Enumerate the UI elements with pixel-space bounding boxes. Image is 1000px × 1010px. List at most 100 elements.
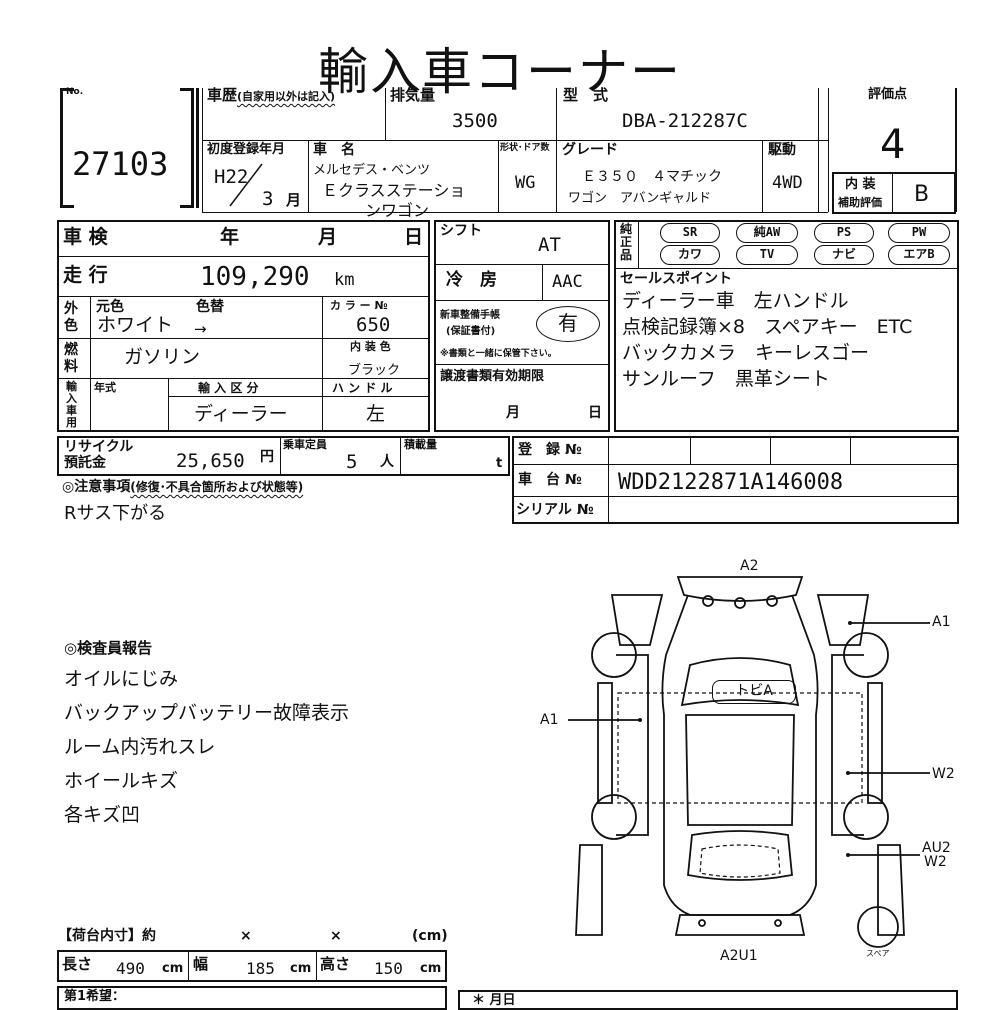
cargo-unit: (cm)	[412, 928, 448, 944]
inspector-line: オイルにじみ	[64, 668, 179, 690]
capacity-value: 5	[346, 451, 358, 473]
load-label: 積載量	[404, 438, 437, 451]
cargo-table	[57, 950, 447, 982]
cargo-height: 150	[374, 959, 403, 978]
grade-line1: Ｅ３５０ ４マチック	[582, 169, 722, 185]
model-code-label: 型 式	[563, 86, 609, 104]
chassis-label: 車 台 №	[518, 472, 582, 488]
inspector-line: ルーム内汚れスレ	[64, 736, 216, 758]
inspection-day: 日	[404, 226, 424, 248]
recycle-row	[57, 436, 510, 476]
car-name-label: 車 名	[313, 142, 355, 158]
registration-table	[512, 436, 959, 524]
mileage-value: 109,290	[200, 262, 310, 292]
lot-label: No.	[66, 87, 84, 97]
grade-line2: ワゴン アバンギャルド	[568, 191, 712, 206]
shift-table	[434, 220, 610, 432]
score-value: 4	[880, 122, 906, 168]
inspection-year: 年	[220, 226, 240, 248]
cargo-x2: ×	[330, 928, 342, 944]
manual-note: ※書類と一緒に保管下さい。	[440, 349, 557, 359]
color-code: 650	[356, 314, 391, 336]
interior-label: 内 装	[845, 177, 876, 192]
recycle-value: 25,650	[176, 450, 245, 472]
hope-label: 第1希望：	[64, 989, 126, 1004]
color-change-label: 色替	[196, 299, 224, 315]
inspector-line: 各キズ凹	[64, 804, 141, 826]
transfer-month: 月	[506, 405, 520, 421]
capacity-unit: 人	[380, 454, 394, 470]
equip-tv: TV	[736, 245, 798, 265]
equip-pw: PW	[888, 223, 950, 243]
color-value: ホワイト	[97, 314, 174, 336]
cargo-width-label: 幅	[193, 955, 209, 973]
interior-sub-label: 補助評価	[838, 196, 882, 209]
history-label: 車歴(自家用以外は記入)	[207, 86, 336, 104]
interior-score-value: B	[914, 182, 930, 207]
cargo-length-label: 長さ	[62, 955, 93, 973]
body-type-value: WG	[515, 173, 536, 193]
cargo-height-label: 高さ	[320, 955, 351, 973]
recycle-label1: リサイクル	[64, 439, 134, 455]
fuel-value: ガソリン	[124, 346, 201, 368]
first-reg-year: H22	[214, 166, 249, 188]
recycle-unit: 円	[260, 449, 274, 465]
aircon-label: 冷 房	[446, 270, 497, 290]
transfer-day: 日	[588, 405, 602, 421]
cargo-width: 185	[246, 959, 275, 978]
drive-label: 駆動	[768, 142, 796, 158]
sales-point-line: バックカメラ キーレスゴー	[622, 342, 870, 364]
sales-table	[614, 220, 959, 432]
mileage-label: 走 行	[63, 264, 108, 286]
damage-label-right-mid: W2	[932, 766, 955, 782]
page-title: 輸入車コーナー	[318, 43, 682, 101]
inspector-line: バックアップバッテリー故障表示	[64, 702, 350, 724]
manual-label1: 新車整備手帳	[440, 310, 500, 321]
equip-sr: SR	[660, 223, 720, 243]
drive-value: 4WD	[772, 173, 803, 193]
import-side-label: 輸入車用	[66, 380, 77, 429]
cargo-height-cm: cm	[420, 961, 442, 976]
equip-ps: PS	[814, 223, 874, 243]
sales-point-line: 点検記録簿×8 スペアキー ETC	[622, 316, 913, 338]
notes-text: Rサス下がる	[64, 503, 167, 524]
color-arrow: →	[194, 320, 207, 338]
handle-value: 左	[366, 403, 386, 425]
displacement-label: 排気量	[390, 86, 436, 104]
registration-label: 登 録 №	[518, 442, 582, 458]
damage-label-windshield: トビA	[712, 680, 796, 704]
sales-points-label: セールスポイント	[620, 271, 732, 287]
equip-leather: カワ	[660, 245, 720, 265]
damage-label-top: A2	[740, 558, 759, 574]
chassis-number: WDD2122871A146008	[618, 470, 844, 495]
color-side-label: 外色	[64, 301, 78, 334]
vehicle-info-table	[57, 220, 430, 432]
car-name-maker: メルセデス・ベンツ	[313, 163, 431, 178]
cargo-label: 【荷台内寸】約	[58, 928, 156, 944]
color-orig-label: 元色	[96, 299, 124, 315]
notes-label: ◎注意事項(修復･不具合箇所および状態等)	[62, 479, 304, 495]
handle-label: ハ ン ド ル	[332, 381, 393, 395]
manual-label2: (保証書付)	[446, 326, 496, 337]
equip-airbag: エアB	[888, 245, 950, 265]
cargo-length-cm: cm	[162, 961, 184, 976]
car-diagram	[568, 576, 930, 948]
model-code-value: DBA-212287C	[622, 110, 748, 132]
fuel-side-label: 燃料	[64, 342, 78, 375]
inspector-label: ◎検査員報告	[64, 639, 153, 657]
cargo-width-cm: cm	[290, 961, 312, 976]
inspector-line: ホイールキズ	[64, 770, 179, 792]
damage-label-left-mid: A1	[540, 712, 559, 728]
grade-label: グレード	[562, 142, 618, 158]
sales-point-line: ディーラー車 左ハンドル	[622, 290, 849, 312]
body-type-label: 形状･ドア数	[500, 143, 550, 153]
equip-alloy-wheel: 純AW	[736, 223, 798, 243]
lot-bracket-left	[60, 88, 74, 208]
cargo-x1: ×	[240, 928, 252, 944]
date-label: ＊ 月日	[472, 993, 516, 1008]
first-reg-label: 初度登録年月	[207, 142, 286, 157]
capacity-label: 乗車定員	[283, 438, 327, 451]
aircon-value: AAC	[552, 272, 583, 292]
damage-label-right-rear1: AU2	[922, 840, 951, 856]
displacement-value: 3500	[452, 110, 498, 132]
